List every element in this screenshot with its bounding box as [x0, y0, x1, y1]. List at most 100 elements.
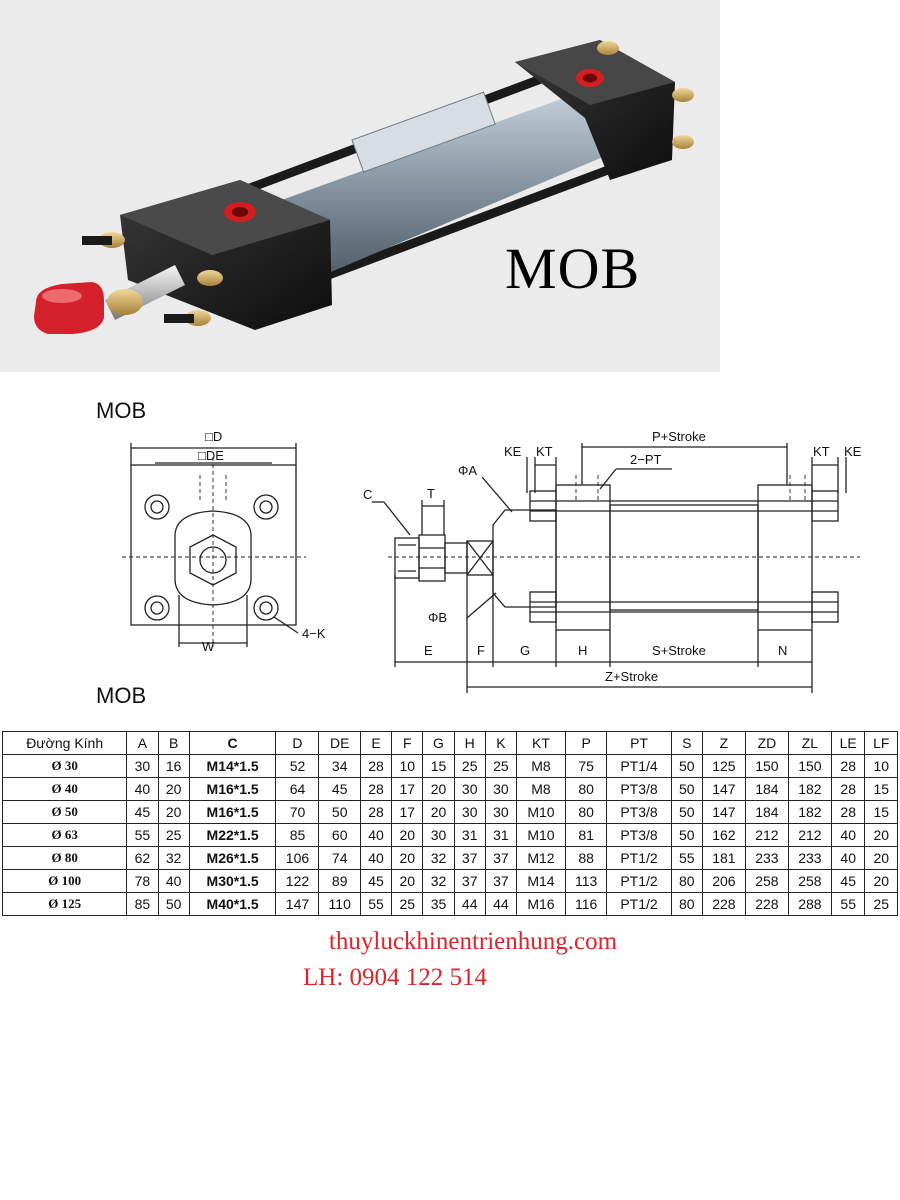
table-cell: 55 [359, 892, 393, 916]
table-cell: M8 [516, 754, 566, 778]
table-cell: 50 [670, 800, 703, 824]
label-g: G [520, 643, 530, 658]
table-cell: 70 [275, 800, 320, 824]
table-cell: PT3/8 [606, 823, 672, 847]
dimension-table: Đường Kính A B C D DE E F G H K KT P PT … [1, 731, 898, 916]
col-header: LE [830, 731, 866, 755]
table-cell: 20 [391, 846, 424, 870]
table-cell: 184 [744, 800, 789, 824]
col-header: K [484, 731, 518, 755]
table-cell: 184 [744, 777, 789, 801]
label-ke-right: KE [844, 444, 862, 459]
col-header: LF [864, 731, 898, 755]
table-cell: 15 [864, 800, 898, 824]
label-w: W [202, 639, 215, 654]
table-cell: 150 [787, 754, 832, 778]
table-cell: 52 [275, 754, 320, 778]
product-photo: MOB [0, 0, 720, 372]
table-cell: 40 [157, 869, 190, 893]
table-cell: 80 [564, 777, 608, 801]
label-phi-b: ΦB [428, 610, 447, 625]
table-cell: 40 [359, 823, 393, 847]
col-header: A [126, 731, 159, 755]
table-cell: 162 [701, 823, 746, 847]
table-cell: 288 [787, 892, 832, 916]
table-cell: M10 [516, 823, 566, 847]
table-cell: 40 [359, 846, 393, 870]
label-kt-left: KT [536, 444, 553, 459]
table-cell: 181 [701, 846, 746, 870]
label-z-stroke: Z+Stroke [605, 669, 658, 684]
table-cell: 55 [670, 846, 703, 870]
table-cell: 31 [453, 823, 486, 847]
table-cell: 50 [670, 777, 703, 801]
table-cell: 20 [422, 777, 455, 801]
label-ke-left: KE [504, 444, 522, 459]
col-header: B [157, 731, 190, 755]
table-cell: 37 [484, 869, 518, 893]
table-cell: 32 [157, 846, 190, 870]
label-h: H [578, 643, 587, 658]
table-cell: 45 [359, 869, 393, 893]
table-cell: 20 [391, 869, 424, 893]
table-cell: 28 [359, 800, 393, 824]
label-phi-a: ΦA [458, 463, 477, 478]
col-header: H [453, 731, 486, 755]
nameplate [351, 91, 496, 173]
table-cell: 25 [391, 892, 424, 916]
col-header: DE [318, 731, 361, 755]
table-cell: 182 [787, 777, 832, 801]
table-cell: M10 [516, 800, 566, 824]
table-cell: 37 [484, 846, 518, 870]
table-cell: 125 [701, 754, 746, 778]
table-cell: 40 [830, 823, 866, 847]
col-header: C [188, 731, 277, 755]
table-cell: 150 [744, 754, 789, 778]
table-cell: 80 [564, 800, 608, 824]
bore-cell: Ø 80 [1, 846, 128, 870]
table-cell: 212 [744, 823, 789, 847]
label-n: N [778, 643, 787, 658]
table-cell: 31 [484, 823, 518, 847]
table-cell: 20 [391, 823, 424, 847]
table-cell: 258 [787, 869, 832, 893]
bore-cell: Ø 30 [1, 754, 128, 778]
label-e: E [424, 643, 433, 658]
table-cell: 28 [830, 754, 866, 778]
table-cell: 228 [701, 892, 746, 916]
table-cell: 44 [453, 892, 486, 916]
label-de: □DE [198, 448, 224, 463]
table-cell: 81 [564, 823, 608, 847]
label-kt-right: KT [813, 444, 830, 459]
table-cell: PT3/8 [606, 777, 672, 801]
label-2pt: 2−PT [630, 452, 661, 467]
table-cell: PT1/2 [606, 846, 672, 870]
side-view [372, 443, 847, 693]
table-cell: 16 [157, 754, 190, 778]
table-cell: 30 [484, 777, 518, 801]
label-f: F [477, 643, 485, 658]
table-cell: 55 [126, 823, 159, 847]
front-view [130, 443, 299, 647]
table-cell: 64 [275, 777, 320, 801]
table-cell: 28 [830, 777, 866, 801]
table-cell: 147 [701, 777, 746, 801]
table-cell: 40 [830, 846, 866, 870]
col-header: PT [606, 731, 672, 755]
table-cell: 50 [157, 892, 190, 916]
table-cell: 17 [391, 800, 424, 824]
bore-cell: Ø 100 [1, 869, 128, 893]
table-cell: 20 [864, 846, 898, 870]
col-header: KT [516, 731, 566, 755]
table-cell: 45 [318, 777, 361, 801]
label-4k: 4−K [302, 626, 326, 641]
bore-cell: Ø 63 [1, 823, 128, 847]
table-cell: 113 [564, 869, 608, 893]
table-cell: 228 [744, 892, 789, 916]
table-cell: 10 [391, 754, 424, 778]
table-cell: 110 [318, 892, 361, 916]
